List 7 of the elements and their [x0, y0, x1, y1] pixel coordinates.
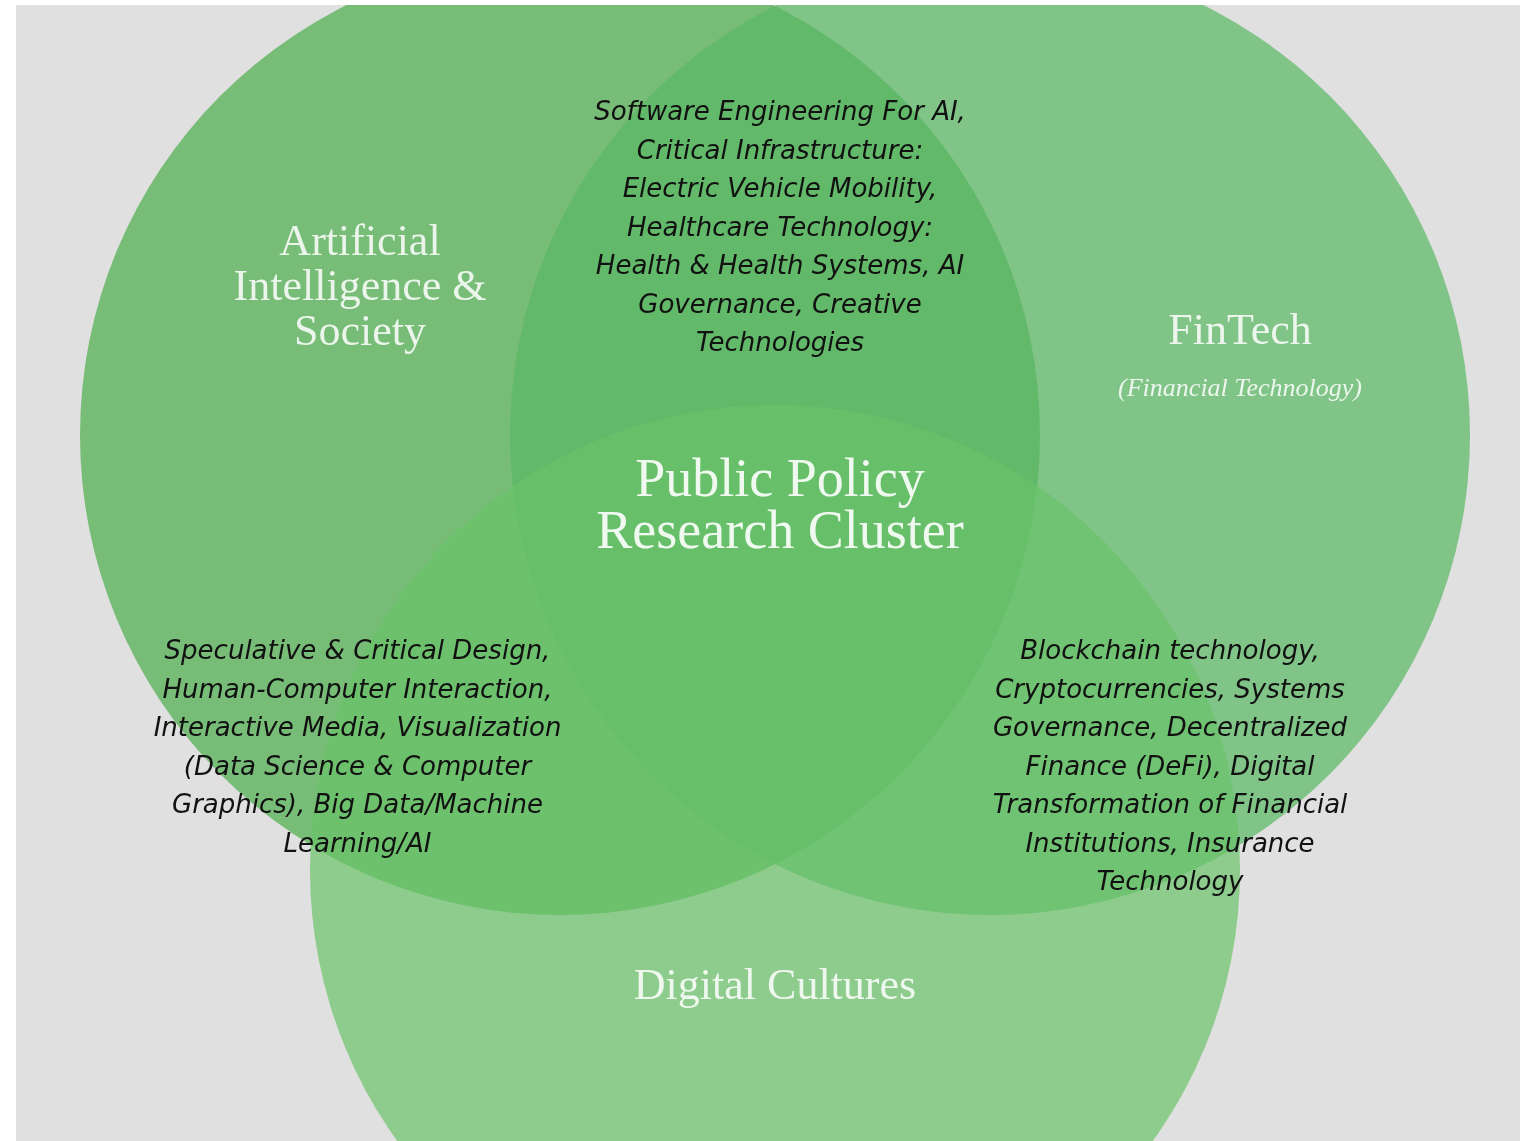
- overlap-text: Software Engineering For AI, Critical Infrastructure: Electric Vehicle Mobility, Healthcare Technology: Health & Health Systems, AI Governance, Creative Technologies: [593, 95, 967, 359]
- circle-subtitle: (Financial Technology): [1117, 372, 1363, 404]
- center-title: Public Policy Research Cluster: [595, 452, 965, 556]
- overlap-text: Blockchain technology, Cryptocurrencies, Systems Governance, Decentralized Finance (DeFi), Digital Transformation of Financial Institutions, Insurance Technology: [991, 634, 1349, 898]
- circle-title: Artificial Intelligence & Society: [232, 218, 488, 353]
- circle-title: Digital Cultures: [632, 960, 918, 1010]
- circle-title: FinTech: [1167, 305, 1313, 355]
